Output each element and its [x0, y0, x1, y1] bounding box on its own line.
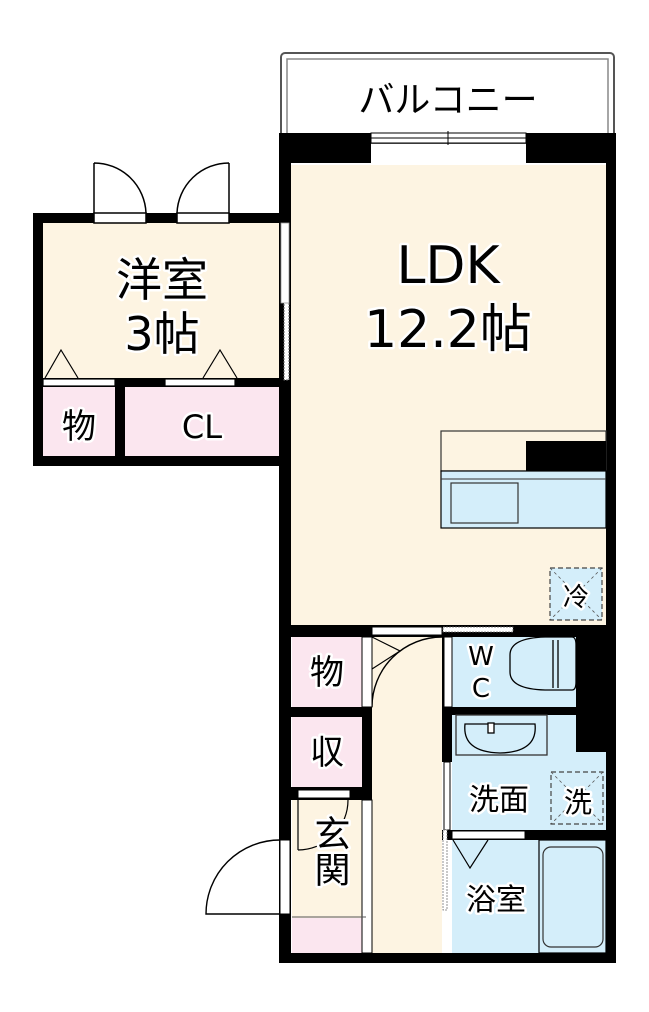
western-room-doors [93, 162, 230, 224]
western-room-size: 3帖 [124, 307, 199, 361]
hall-door [361, 626, 514, 708]
closet-doors [42, 348, 238, 387]
entrance-floor [292, 800, 367, 928]
ldk-name: LDK [396, 236, 501, 296]
toilet-label-c: C [472, 674, 490, 704]
shoe-storage [292, 918, 367, 953]
washroom-door [443, 761, 451, 831]
storage-mid-label: 物 [310, 653, 344, 693]
bathroom-door [451, 830, 526, 840]
balcony-label: バルコニー [358, 80, 537, 121]
western-room-name: 洋室 [116, 253, 208, 307]
bathroom-door-swing [452, 839, 489, 870]
ldk-side-opening [280, 222, 290, 304]
storage-top-small-label: 物 [62, 407, 96, 447]
kitchen-counter [440, 430, 607, 529]
entrance-door [205, 839, 291, 915]
wash-basin-icon [455, 714, 548, 756]
balcony: バルコニー [280, 52, 615, 144]
western-room-floor [43, 223, 281, 378]
sink-icon [450, 482, 519, 524]
washroom-label: 洗面 [469, 783, 529, 818]
washroom-hall-partition [442, 829, 448, 911]
wc-door [443, 636, 453, 708]
balcony-window [370, 131, 527, 145]
washer-space: 洗 [550, 771, 604, 825]
storage-low [292, 717, 362, 787]
entrance-storage-door [297, 789, 373, 954]
hallway-floor [372, 637, 442, 953]
closet-label: CL [182, 408, 222, 446]
ldk-floor [290, 165, 608, 625]
entrance-label-1: 玄関 [309, 815, 350, 887]
storage-mid [292, 637, 362, 707]
fridge-space: 冷 [549, 567, 603, 621]
closet [125, 387, 280, 456]
toilet-label-w: W [468, 642, 494, 672]
storage-low-label: 収 [310, 733, 344, 773]
bathroom-label: 浴室 [466, 883, 526, 918]
bathtub-icon [538, 839, 607, 954]
toilet-icon [509, 636, 577, 691]
fridge-label: 冷 [563, 583, 589, 613]
storage-top-small [43, 387, 115, 456]
sliding-partition [283, 301, 290, 381]
ldk-size: 12.2帖 [364, 300, 532, 360]
washer-label: 洗 [564, 786, 592, 819]
